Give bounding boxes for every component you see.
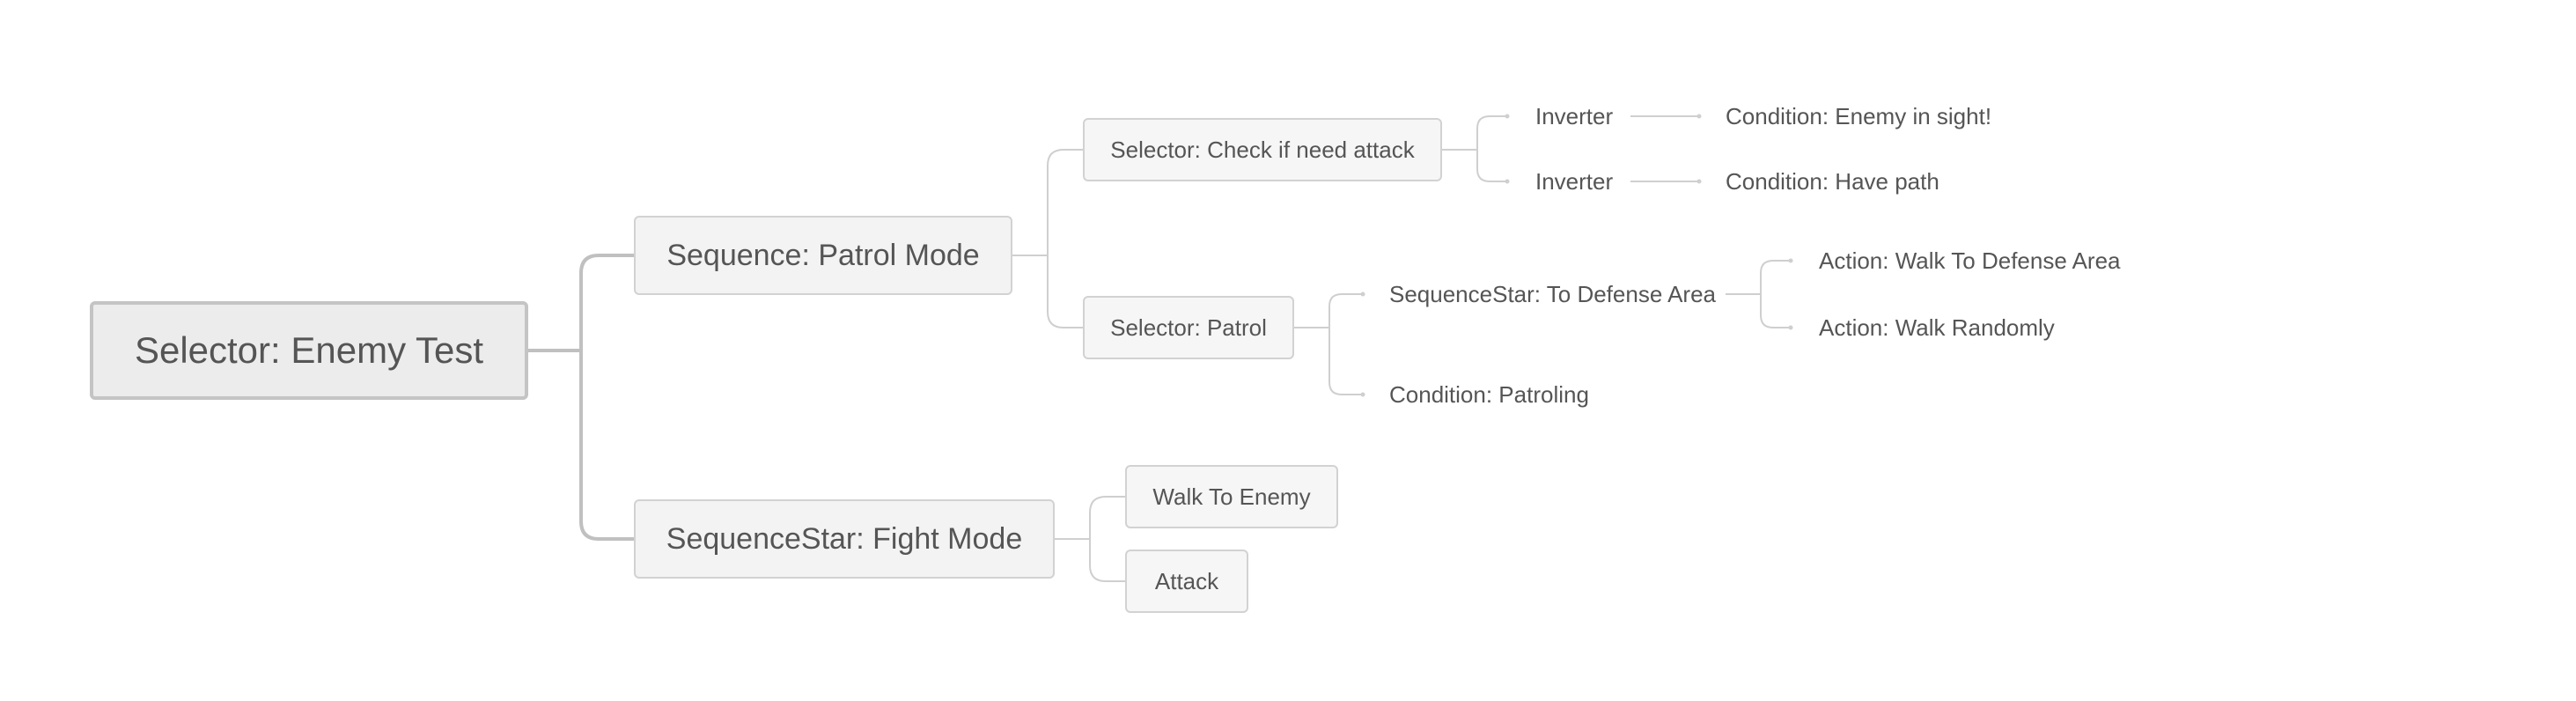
node-attack-label: Attack	[1154, 567, 1219, 594]
node-attack[interactable]: Attack	[1125, 550, 1248, 613]
node-check-attack[interactable]: Selector: Check if need attack	[1083, 118, 1442, 181]
node-walk-to-enemy[interactable]: Walk To Enemy	[1125, 465, 1338, 528]
node-condition-enemy-in-sight-label: Condition: Enemy in sight!	[1726, 102, 1992, 129]
connector-root-patrol-fight	[528, 254, 634, 541]
node-action-walk-randomly-label: Action: Walk Randomly	[1819, 314, 2055, 341]
node-defense-area[interactable]: SequenceStar: To Defense Area	[1389, 277, 1716, 312]
node-inverter-path[interactable]: Inverter	[1535, 164, 1613, 199]
connector-check-attack-children	[1442, 115, 1507, 182]
node-condition-patroling-label: Condition: Patroling	[1389, 380, 1589, 408]
node-inverter-path-label: Inverter	[1535, 167, 1614, 195]
node-selector-patrol-label: Selector: Patrol	[1110, 314, 1267, 341]
node-patrol-mode-label: Sequence: Patrol Mode	[666, 238, 980, 272]
node-action-walk-defense[interactable]: Action: Walk To Defense Area	[1819, 243, 2121, 278]
node-inverter-sight[interactable]: Inverter	[1535, 99, 1613, 134]
node-inverter-sight-label: Inverter	[1535, 102, 1614, 129]
node-condition-have-path[interactable]: Condition: Have path	[1726, 164, 1939, 199]
node-action-walk-randomly[interactable]: Action: Walk Randomly	[1819, 310, 2055, 345]
node-condition-enemy-in-sight[interactable]: Condition: Enemy in sight!	[1726, 99, 1991, 134]
connector-end-dots	[1360, 114, 1793, 397]
node-walk-to-enemy-label: Walk To Enemy	[1152, 483, 1311, 510]
connector-patrol-children	[1294, 293, 1363, 395]
connector-fight-mode-children	[1055, 496, 1125, 582]
node-action-walk-defense-label: Action: Walk To Defense Area	[1819, 247, 2121, 274]
node-check-attack-label: Selector: Check if need attack	[1110, 136, 1415, 163]
node-condition-patroling[interactable]: Condition: Patroling	[1389, 377, 1589, 412]
node-defense-area-label: SequenceStar: To Defense Area	[1389, 280, 1716, 307]
node-fight-mode-label: SequenceStar: Fight Mode	[666, 521, 1023, 556]
node-patrol-mode[interactable]: Sequence: Patrol Mode	[634, 216, 1012, 295]
node-fight-mode[interactable]: SequenceStar: Fight Mode	[634, 499, 1055, 579]
connector-patrol-mode-children	[1012, 149, 1083, 328]
node-root-label: Selector: Enemy Test	[134, 329, 484, 371]
connector-defense-children	[1726, 260, 1791, 328]
node-condition-have-path-label: Condition: Have path	[1726, 167, 1939, 195]
node-root-selector[interactable]: Selector: Enemy Test	[90, 301, 528, 400]
node-selector-patrol[interactable]: Selector: Patrol	[1083, 296, 1294, 359]
